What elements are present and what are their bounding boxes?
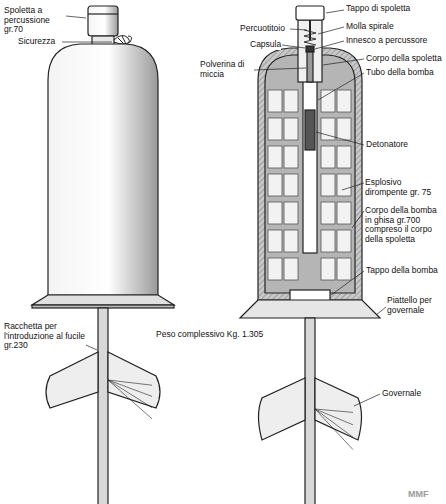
fin-rib (108, 380, 152, 419)
fin-rib (108, 380, 152, 408)
part-label: Innesco a percussore (346, 36, 427, 46)
part-label: Corpo della bomba in ghisa gr.700 compre… (365, 206, 443, 244)
iron-segment (268, 202, 282, 224)
bomb-body-section (258, 48, 362, 300)
leader-line (86, 345, 97, 350)
iron-segment (321, 90, 335, 112)
fin (46, 352, 98, 408)
iron-segment (337, 118, 351, 140)
fuse-cap (296, 6, 324, 20)
fin-rib (315, 409, 353, 425)
iron-segment (337, 90, 351, 112)
leader-line (318, 73, 364, 100)
bomb-body (48, 44, 158, 295)
part-label: Peso complessivo Kg. 1.305 (156, 330, 263, 340)
leader-line (354, 394, 380, 406)
part-label: Spoletta a percussione gr.70 (4, 6, 66, 35)
plate (32, 295, 174, 305)
leader-line (318, 27, 344, 34)
leader-line (66, 16, 86, 18)
part-label: Polverina di miccia (200, 60, 252, 79)
part-label: Percuotitoio (240, 24, 285, 34)
iron-segment (268, 258, 282, 280)
leader-line (331, 271, 364, 295)
part-label: Molla spirale (346, 22, 394, 32)
part-label: Sicurezza (18, 37, 55, 47)
leader-line (316, 132, 364, 145)
part-label: Piattello per governale (387, 296, 443, 315)
part-label: Governale (382, 389, 421, 399)
detonator (305, 110, 315, 150)
part-label: Tappo di spoletta (346, 4, 410, 14)
leader-line (254, 68, 306, 70)
iron-segment (321, 230, 335, 252)
fin (108, 352, 160, 408)
iron-segment (268, 230, 282, 252)
fin-rib (315, 409, 353, 450)
iron-segment (284, 90, 298, 112)
iron-segment (337, 146, 351, 168)
iron-segment (321, 174, 335, 196)
fin-rib (315, 409, 353, 437)
iron-segment (268, 174, 282, 196)
iron-segment (321, 258, 335, 280)
iron-segment (284, 146, 298, 168)
iron-segment (284, 174, 298, 196)
fin (315, 378, 362, 440)
fuse-body (298, 20, 322, 82)
leader-line (282, 45, 305, 48)
watermark: MMF (408, 489, 429, 499)
fuse-powder (307, 52, 313, 82)
iron-segment (337, 258, 351, 280)
iron-segment (337, 202, 351, 224)
part-label: Corpo della spoletta (366, 54, 442, 64)
iron-segment (284, 202, 298, 224)
iron-segment (321, 202, 335, 224)
fin-rib (315, 409, 353, 412)
part-label: Racchetta per l'introduzione al fucile g… (4, 322, 86, 351)
fuse-cap (88, 6, 118, 36)
exterior-view (32, 6, 174, 504)
part-label: Esplosivo dirompente gr. 75 (365, 178, 443, 197)
rod (98, 308, 108, 504)
iron-segment (284, 118, 298, 140)
leader-line (290, 29, 307, 30)
leader-line (323, 59, 364, 65)
leader-line (352, 211, 364, 228)
leader-line (315, 41, 344, 49)
iron-segment (268, 90, 282, 112)
part-label: Capsula (250, 40, 281, 50)
part-label: Tappo della bomba (366, 266, 438, 276)
leader-line (326, 10, 344, 13)
iron-segment (284, 258, 298, 280)
spring (304, 30, 316, 45)
leader-line (62, 42, 112, 43)
iron-segment (284, 230, 298, 252)
fin (259, 378, 306, 440)
iron-segment (268, 118, 282, 140)
iron-segment (268, 146, 282, 168)
part-label: Tubo della bomba (366, 68, 434, 78)
leader-line (376, 307, 386, 315)
rod (305, 318, 315, 504)
section-view (240, 6, 380, 504)
leader-line (342, 183, 364, 190)
iron-segment (337, 230, 351, 252)
primer (306, 46, 314, 52)
iron-segment (321, 146, 335, 168)
part-label: Detonatore (366, 140, 408, 150)
leader-lines (62, 10, 386, 406)
plate (240, 300, 380, 318)
iron-segment (337, 174, 351, 196)
